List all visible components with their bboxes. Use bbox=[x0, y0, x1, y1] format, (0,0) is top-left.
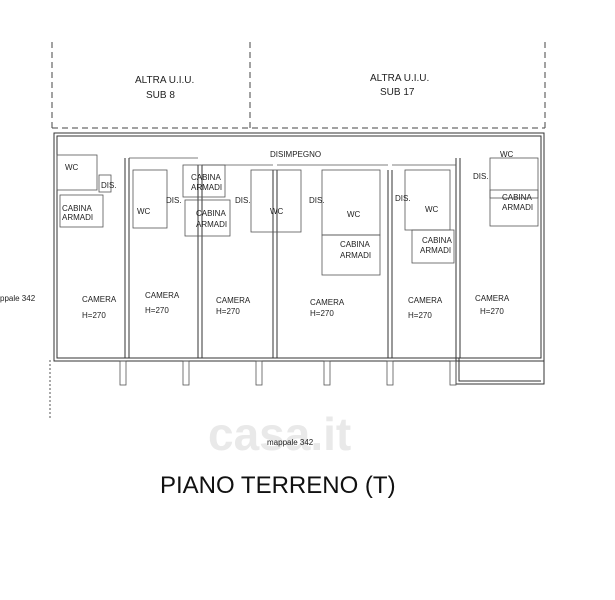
camera-label: CAMERA bbox=[475, 294, 510, 303]
right-unit-line1: ALTRA U.I.U. bbox=[370, 73, 429, 84]
camera-label: CAMERA bbox=[216, 296, 251, 305]
cabina-label: CABINA bbox=[422, 236, 452, 245]
interior-rooms bbox=[56, 154, 539, 276]
wc-label: WC bbox=[500, 150, 514, 159]
armadi-label: ARMADI bbox=[62, 213, 93, 222]
camera-label: CAMERA bbox=[408, 296, 443, 305]
dis-label: DIS. bbox=[395, 194, 411, 203]
wc-label: WC bbox=[270, 207, 284, 216]
camera-label: CAMERA bbox=[145, 291, 180, 300]
corridor-label: DISIMPEGNO bbox=[270, 150, 321, 159]
cabina-label: CABINA bbox=[196, 209, 226, 218]
wc-label: WC bbox=[137, 207, 151, 216]
height-label: H=270 bbox=[145, 306, 169, 315]
watermark: casa.it bbox=[208, 408, 351, 460]
partition-walls bbox=[124, 157, 461, 358]
left-unit-line1: ALTRA U.I.U. bbox=[135, 75, 194, 86]
height-label: H=270 bbox=[408, 311, 432, 320]
left-unit-line2: SUB 8 bbox=[146, 90, 175, 101]
height-label: H=270 bbox=[310, 309, 334, 318]
height-label: H=270 bbox=[480, 307, 504, 316]
cabina-label: CABINA bbox=[62, 204, 92, 213]
dis-label: DIS. bbox=[309, 196, 325, 205]
cabina-label: CABINA bbox=[340, 240, 370, 249]
dis-label: DIS. bbox=[166, 196, 182, 205]
boundary-lines bbox=[49, 42, 546, 420]
side-parcel-label: ppale 342 bbox=[0, 294, 36, 303]
armadi-label: ARMADI bbox=[191, 183, 222, 192]
bottom-parcel-label: mappale 342 bbox=[267, 438, 314, 447]
dis-label: DIS. bbox=[235, 196, 251, 205]
outer-walls bbox=[53, 132, 545, 385]
dis-label: DIS. bbox=[101, 181, 117, 190]
height-label: H=270 bbox=[216, 307, 240, 316]
armadi-label: ARMADI bbox=[420, 246, 451, 255]
window-stubs bbox=[119, 360, 457, 386]
cabina-label: CABINA bbox=[191, 173, 221, 182]
wc-label: WC bbox=[425, 205, 439, 214]
page-title: PIANO TERRENO (T) bbox=[160, 472, 396, 499]
right-unit-line2: SUB 17 bbox=[380, 87, 415, 98]
wc-label: WC bbox=[65, 163, 79, 172]
room-labels: WC DIS. CABINA ARMADI CAMERA H=270 WC DI… bbox=[62, 150, 533, 320]
armadi-label: ARMADI bbox=[196, 220, 227, 229]
camera-label: CAMERA bbox=[310, 298, 345, 307]
dis-label: DIS. bbox=[473, 172, 489, 181]
height-label: H=270 bbox=[82, 311, 106, 320]
armadi-label: ARMADI bbox=[340, 251, 371, 260]
armadi-label: ARMADI bbox=[502, 203, 533, 212]
camera-label: CAMERA bbox=[82, 295, 117, 304]
wc-label: WC bbox=[347, 210, 361, 219]
cabina-label: CABINA bbox=[502, 193, 532, 202]
